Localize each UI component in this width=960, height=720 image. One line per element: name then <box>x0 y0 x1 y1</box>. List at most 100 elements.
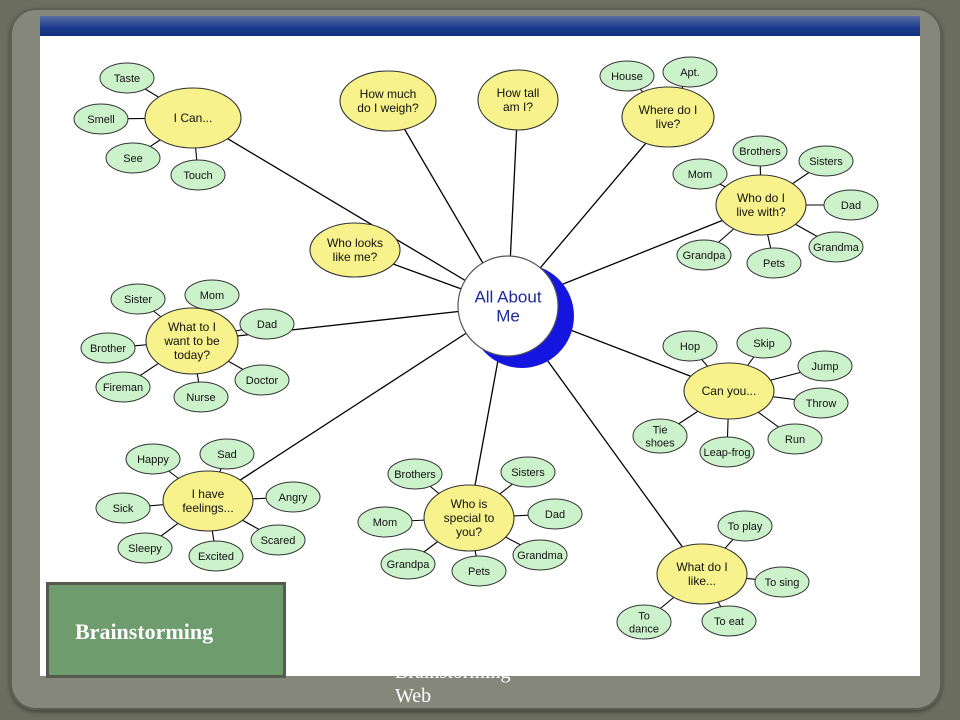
leaf-node-label: Dad <box>841 200 861 212</box>
leaf-node <box>357 506 413 538</box>
leaf-node-label: Apt. <box>680 67 700 79</box>
leaf-node <box>73 103 129 135</box>
leaf-node <box>808 231 864 263</box>
leaf-node <box>110 283 166 315</box>
leaf-node-label: Grandma <box>813 242 860 254</box>
leaf-node <box>746 247 802 279</box>
leaf-node <box>387 458 443 490</box>
hub-node-where-live <box>621 86 715 148</box>
hub-node-label: live? <box>656 117 681 131</box>
leaf-node <box>199 438 255 470</box>
center-node <box>457 255 559 357</box>
leaf-node-label: Brothers <box>739 146 781 158</box>
leaf-node-label: Grandma <box>517 550 564 562</box>
caption-line-2: Web <box>395 685 432 707</box>
hub-node-label: special to <box>444 511 495 525</box>
hub-node-label: today? <box>174 348 210 362</box>
leaf-node-label: Dad <box>545 509 565 521</box>
leaf-node-label: Brothers <box>394 469 436 481</box>
hub-node-label: do I weigh? <box>357 101 419 115</box>
leaf-node <box>632 418 688 454</box>
hub-node-label: How tall <box>497 86 540 100</box>
hub-node-label: What do I <box>676 560 727 574</box>
leaf-node <box>767 423 823 455</box>
hub-node-what-like <box>656 543 748 605</box>
leaf-node-label: To sing <box>765 577 800 589</box>
hub-node-label: What to I <box>168 320 216 334</box>
leaf-node <box>117 532 173 564</box>
leaf-node-label: House <box>611 71 643 83</box>
leaf-node <box>265 481 321 513</box>
leaf-node-label: See <box>123 153 143 165</box>
leaf-node-label: Smell <box>87 114 115 126</box>
leaf-node <box>250 524 306 556</box>
leaf-node-label: Grandpa <box>683 250 727 262</box>
leaf-node-label: Nurse <box>186 392 215 404</box>
hub-node-label: Who do I <box>737 191 785 205</box>
hub-node-who-looks-like <box>309 222 401 278</box>
leaf-node-label: Mom <box>200 290 224 302</box>
hub-node-label: like me? <box>333 250 378 264</box>
leaf-node <box>80 332 136 364</box>
hub-node-label: Who looks <box>327 236 383 250</box>
leaf-node <box>380 548 436 580</box>
slide-title-band <box>40 16 920 36</box>
leaf-node-label: Scared <box>261 535 296 547</box>
leaf-node-label: Taste <box>114 73 140 85</box>
leaf-node-label: Tie <box>653 424 668 436</box>
leaf-node-label: Sisters <box>809 156 843 168</box>
leaf-node-label: To eat <box>714 616 744 628</box>
leaf-node <box>234 364 290 396</box>
leaf-node <box>239 308 295 340</box>
leaf-node-label: Excited <box>198 551 234 563</box>
leaf-node <box>736 327 792 359</box>
hub-node-can-you <box>683 362 775 420</box>
hub-node-label: Where do I <box>639 103 698 117</box>
leaf-node-label: Pets <box>763 258 786 270</box>
hub-node-label: am I? <box>503 100 533 114</box>
leaf-node <box>95 492 151 524</box>
leaf-node-label: Sisters <box>511 467 545 479</box>
leaf-node <box>95 371 151 403</box>
leaf-node-label: Mom <box>688 169 712 181</box>
leaf-node <box>823 189 879 221</box>
center-node-label: Me <box>496 306 520 325</box>
leaf-node-label: Grandpa <box>387 559 431 571</box>
leaf-node <box>797 350 853 382</box>
hub-node-what-want-to-be <box>145 307 239 375</box>
hub-node-label: want to be <box>163 334 220 348</box>
leaf-node-label: Skip <box>753 338 774 350</box>
leaf-node <box>754 566 810 598</box>
hub-node-who-special <box>423 484 515 552</box>
connector-line <box>192 117 509 307</box>
hub-node-label: like... <box>688 574 716 588</box>
leaf-node-label: To play <box>728 521 763 533</box>
leaf-node-label: dance <box>629 623 659 635</box>
leaf-node <box>699 436 755 468</box>
leaf-node-label: shoes <box>645 437 675 449</box>
leaf-node <box>512 539 568 571</box>
leaf-node <box>527 498 583 530</box>
hub-node-label: Can you... <box>702 384 757 398</box>
leaf-node <box>717 510 773 542</box>
leaf-node-label: Fireman <box>103 382 143 394</box>
leaf-node <box>99 62 155 94</box>
hub-node-label: live with? <box>736 205 786 219</box>
leaf-node <box>732 135 788 167</box>
leaf-node <box>798 145 854 177</box>
leaf-node-label: To <box>638 610 650 622</box>
leaf-node-label: Leap-frog <box>703 447 750 459</box>
connector-line <box>191 305 509 342</box>
leaf-node <box>173 381 229 413</box>
leaf-node <box>451 555 507 587</box>
slide-caption: Brainstorming Web <box>395 660 595 708</box>
leaf-node-label: Run <box>785 434 805 446</box>
leaf-node <box>500 456 556 488</box>
caption-line-1: Brainstorming <box>395 661 511 683</box>
leaf-node-label: Happy <box>137 454 169 466</box>
center-node-label: All About <box>474 287 541 306</box>
leaf-node-label: Sister <box>124 294 152 306</box>
leaf-node-label: Throw <box>806 398 837 410</box>
leaf-node-label: Sick <box>113 503 134 515</box>
